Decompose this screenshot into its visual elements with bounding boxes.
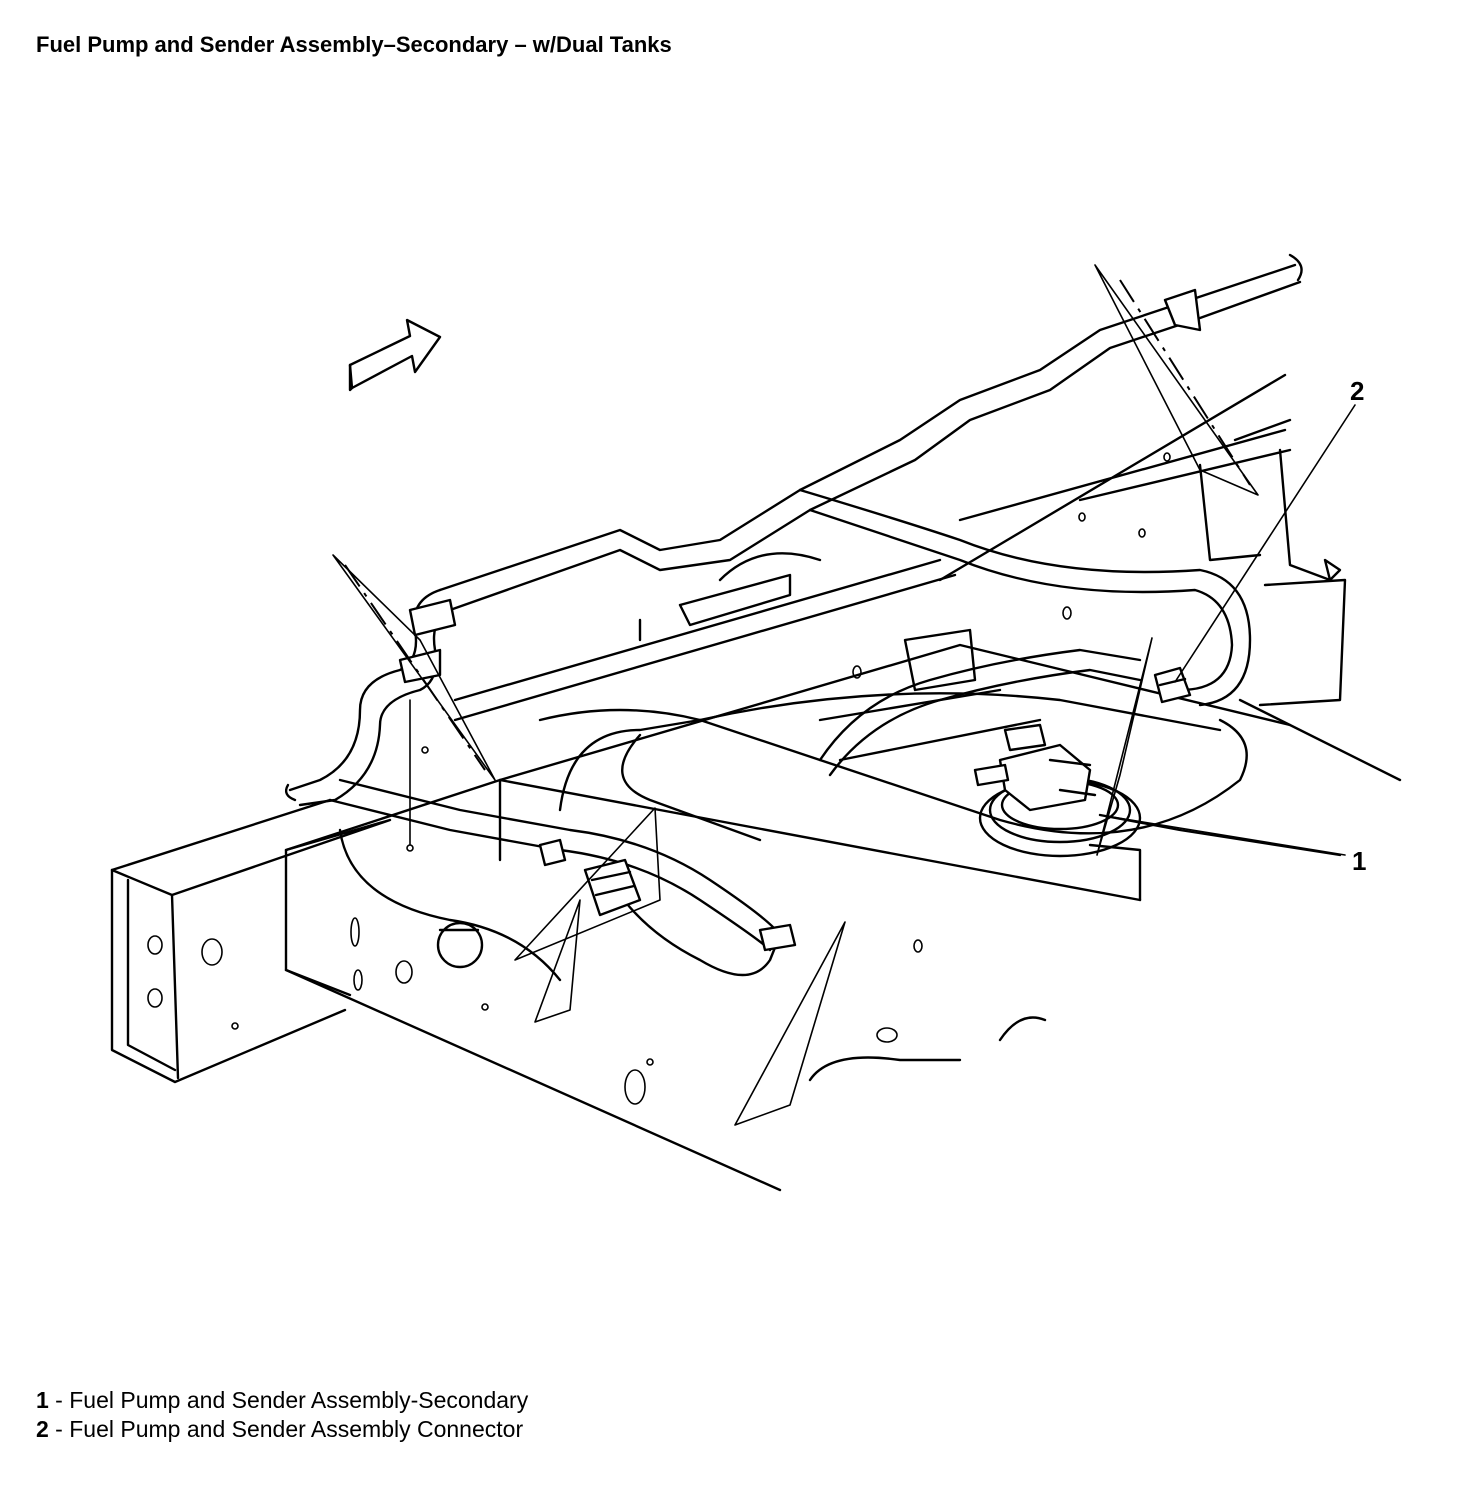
legend-number: 2 [36, 1416, 49, 1442]
view-detail-triangles [332, 264, 1259, 1126]
fuel-pump-sender-assembly [973, 723, 1342, 858]
legend-number: 1 [36, 1387, 49, 1413]
harness-connector [583, 858, 642, 917]
leader-line-1 [1099, 814, 1346, 856]
legend-separator: - [48, 1387, 70, 1413]
legend: 1 - Fuel Pump and Sender Assembly-Second… [36, 1386, 528, 1444]
page-title: Fuel Pump and Sender Assembly–Secondary … [36, 32, 672, 57]
legend-text: Fuel Pump and Sender Assembly Connector [69, 1416, 524, 1442]
legend-text: Fuel Pump and Sender Assembly-Secondary [69, 1387, 529, 1413]
front-direction-arrow-icon [348, 318, 442, 392]
callout-1: 1 [1352, 846, 1366, 876]
leader-line-2 [1174, 404, 1356, 683]
wiring-harness [284, 253, 1303, 977]
fuel-tank [338, 628, 1248, 1082]
legend-separator: - [48, 1416, 70, 1442]
legend-item: 2 - Fuel Pump and Sender Assembly Connec… [36, 1415, 528, 1444]
callout-2: 2 [1350, 376, 1364, 406]
crossmember [421, 373, 1402, 782]
legend-item: 1 - Fuel Pump and Sender Assembly-Second… [36, 1386, 528, 1415]
frame-rail [110, 778, 1142, 1192]
fuel-pump-sender-connector [1153, 666, 1192, 704]
